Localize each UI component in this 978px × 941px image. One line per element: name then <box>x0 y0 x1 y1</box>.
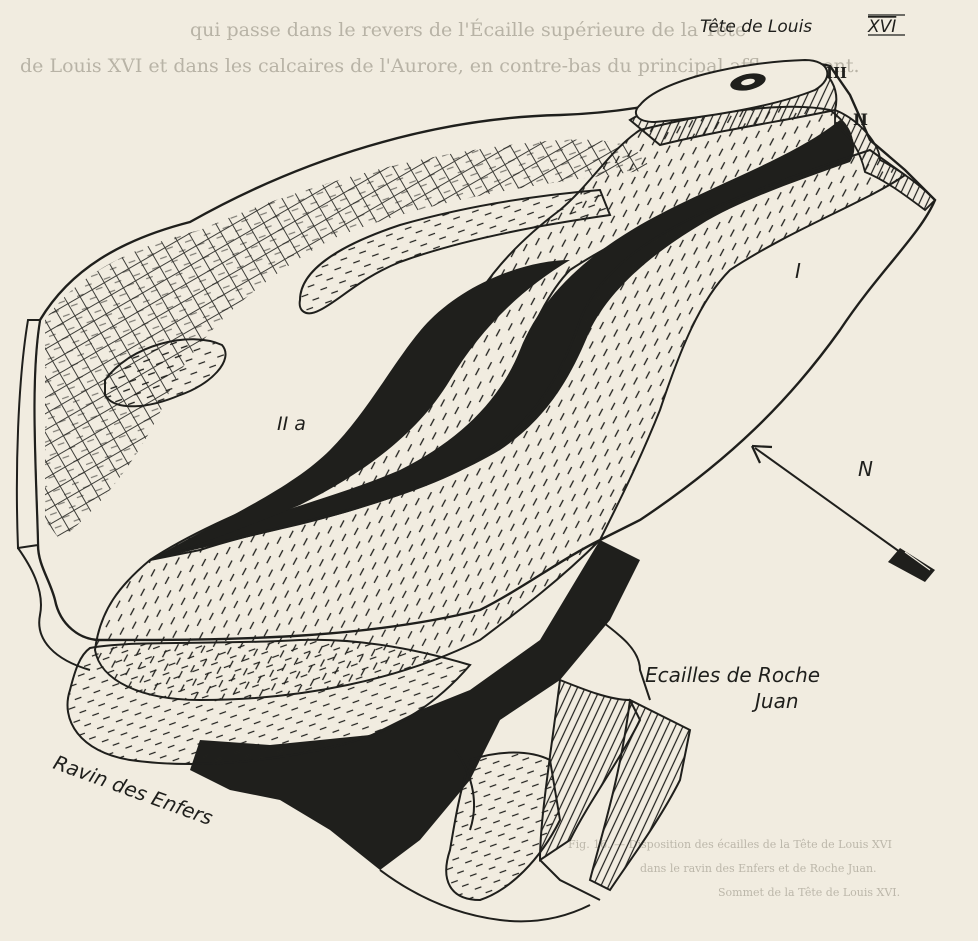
label-tete-num: XVI <box>867 17 896 37</box>
label-tete: Tête de Louis <box>700 17 812 37</box>
label-north: N <box>858 457 873 481</box>
label-ecailles-line1: Ecailles de Roche <box>645 663 820 687</box>
north-arrow <box>752 446 935 582</box>
label-unit-IIa: II a <box>277 413 306 435</box>
caption-line2: dans le ravin des Enfers et de Roche Jua… <box>640 862 877 875</box>
top-text-line1: qui passe dans le revers de l'Écaille su… <box>190 18 746 41</box>
caption-line3: Sommet de la Tête de Louis XVI. <box>718 886 900 899</box>
label-unit-II: II <box>853 110 868 129</box>
label-unit-I: I <box>795 259 801 283</box>
label-ecailles-line2: Juan <box>751 689 799 713</box>
label-unit-III: III <box>826 64 847 82</box>
